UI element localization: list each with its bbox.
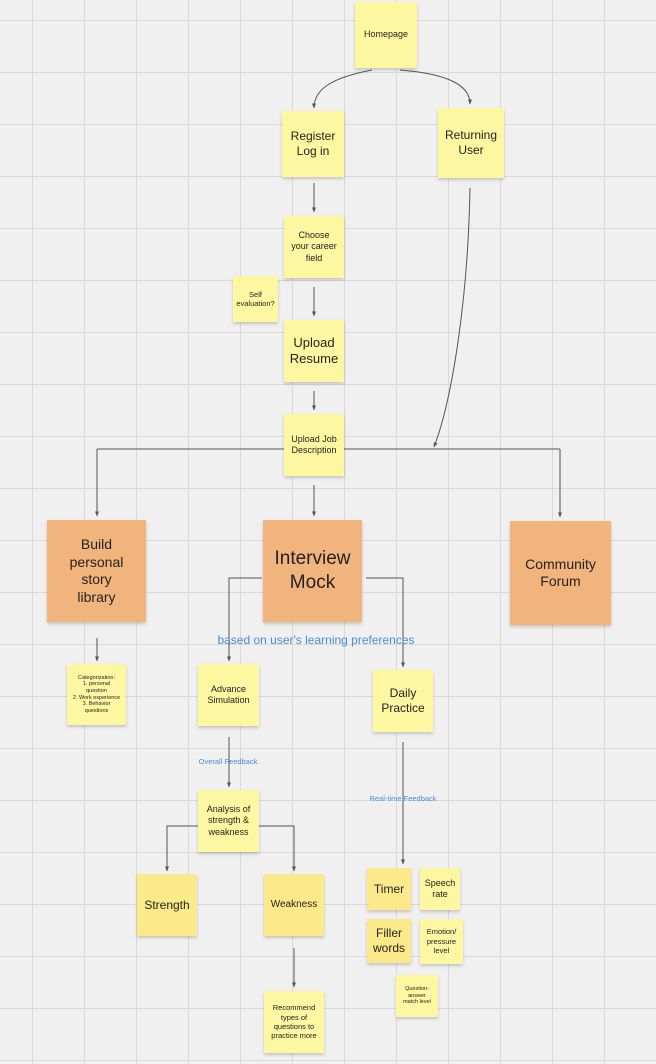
note-recommend[interactable]: Recommend types of questions to practice… [264,991,324,1053]
note-advance-simulation[interactable]: Advance Simulation [198,664,259,726]
note-weakness[interactable]: Weakness [264,874,324,936]
note-timer[interactable]: Timer [367,868,411,910]
note-upload-resume[interactable]: Upload Resume [284,320,344,382]
learning-preferences-label: based on user's learning preferences [217,633,415,647]
note-story-library[interactable]: Build personal story library [47,520,146,622]
note-returning-user[interactable]: Returning User [438,108,504,178]
note-interview-mock[interactable]: Interview Mock [263,520,362,622]
note-emotion-pressure[interactable]: Emotion/ pressure level [420,919,463,964]
note-strength[interactable]: Strength [137,874,197,936]
note-categorization[interactable]: Categorization: 1. personal question 2. … [67,664,126,725]
connector-mock-to-daily [366,577,405,668]
connector-hp-to-register [312,69,373,109]
connector-returning-to-junction [433,187,471,448]
note-self-evaluation[interactable]: Self evaluation? [233,276,278,322]
note-community-forum[interactable]: Community Forum [510,521,611,625]
note-career-field[interactable]: Choose your career field [284,216,344,278]
note-question-answer-match[interactable]: Question- answer match level [396,975,438,1017]
connector-hp-to-returning [399,69,472,105]
note-register-login[interactable]: Register Log in [282,111,344,177]
overall-feedback-label: Overall Feedback [198,757,258,766]
realtime-feedback-label: Real-time Feedback [369,794,437,803]
note-analysis[interactable]: Analysis of strength & weakness [198,790,259,852]
note-filler-words[interactable]: Filler words [367,919,411,963]
connector-mock-to-advance [227,577,262,662]
note-upload-job-description[interactable]: Upload Job Description [284,414,344,476]
note-speech-rate[interactable]: Speech rate [420,868,460,910]
note-daily-practice[interactable]: Daily Practice [373,670,433,732]
connector-analysis-to-weakness [259,825,296,872]
connector-analysis-to-strength [165,825,198,872]
note-homepage[interactable]: Homepage [355,2,417,68]
